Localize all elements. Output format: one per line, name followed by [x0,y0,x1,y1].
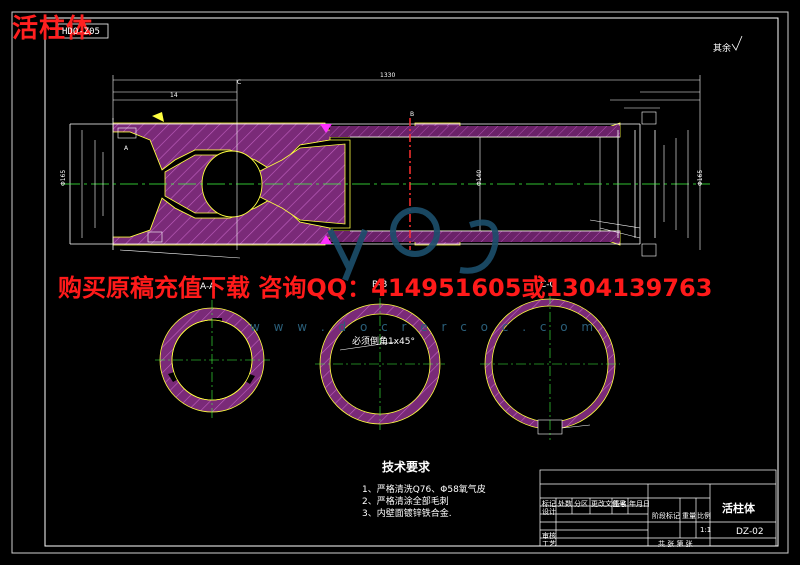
tb-stage-label: 阶段标记 [652,512,680,520]
tb-col-label: 分区 [574,500,588,508]
roughness-symbol [731,35,743,51]
svg-text:A: A [124,145,129,152]
title-block-part-name: 活柱体 [722,502,755,515]
watermark-url: w w w . d o c r e r c o c . c o m [250,320,599,334]
tb-col-label: 年月日 [629,500,650,508]
inner-frame [44,17,779,547]
watermark-purchase: 购买原稿充值下载 咨询QQ：414951605或1304139763 [58,274,713,302]
tb-row-label: 审核 [542,532,556,540]
tb-row-label: 工艺 [542,540,556,548]
tb-col-label: 签名 [613,500,627,508]
tb-row-label: 标记 [542,500,556,508]
section-a-label: A-A [200,282,216,292]
tb-stage-label: 重量 [682,512,696,520]
section-a-a [155,300,270,420]
weld-mark-top [320,124,332,133]
weld-mark-bottom [320,235,332,244]
tb-col-label: 处数 [558,500,572,508]
wall-hatch-top [330,126,620,137]
svg-text:B: B [410,111,414,118]
chamfer-note: 必须倒角1x45° [352,337,416,347]
svg-text:C: C [237,79,241,86]
roughness-note: 其余 [713,44,732,54]
drawing-code: HDO-Z05 [62,27,100,37]
tb-scale: 1:1 [700,526,712,534]
section-b-label: B-B [372,280,388,290]
code-box [57,23,109,39]
svg-text:Φ165: Φ165 [60,170,67,186]
tb-sheet-text: 共 张 第 张 [658,540,693,548]
tb-stage-label: 比例 [697,512,711,520]
title-block [539,469,777,547]
section-c-c [480,294,620,440]
watermark-logo [327,207,499,282]
section-b-b [315,298,445,430]
tech-item-1: 1、严格清洗Q76、Φ58氧气皮 [362,485,486,495]
watermark-title: 活柱体 [12,14,94,44]
tb-row-label: 设计 [542,508,556,516]
overall-dim-label: 1330 [380,72,395,79]
tech-requirements-heading: 技术要求 [382,460,431,474]
svg-text:Φ140: Φ140 [476,170,483,186]
tb-col-label: 更改文件号 [591,500,626,508]
dimension-lines [81,75,701,259]
svg-text:Φ165: Φ165 [697,170,704,186]
title-block-drawing-no: DZ-02 [736,527,764,537]
svg-text:14: 14 [170,92,178,99]
tech-item-3: 3、内壁面镀锌铁合金. [362,509,452,519]
outer-frame [11,11,789,554]
wall-hatch-bottom [330,231,620,242]
main-section-view [62,80,710,257]
section-c-label: C-C [540,280,556,290]
tech-item-2: 2、严格清涂全部毛刺 [362,497,449,507]
